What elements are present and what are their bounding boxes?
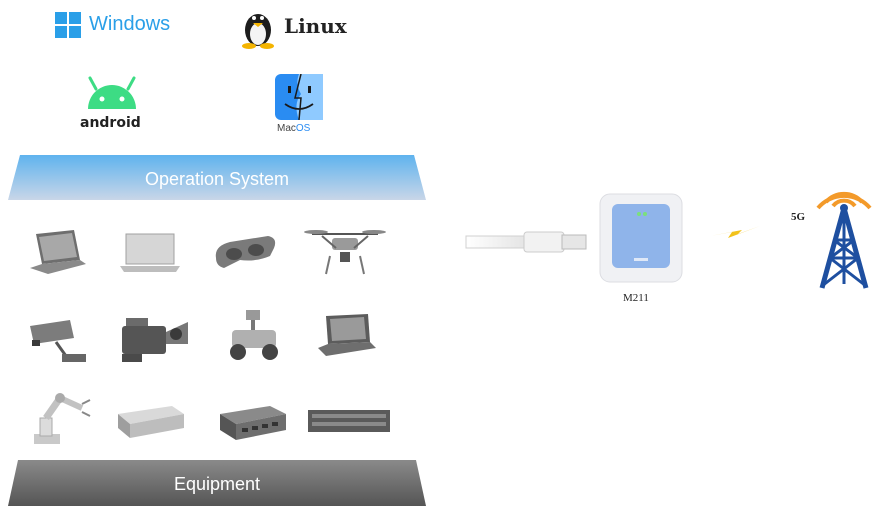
notebook-icon — [120, 233, 180, 272]
linux-tux-icon — [242, 14, 274, 49]
industrial-router-icon — [220, 406, 286, 440]
drone-icon — [304, 230, 386, 275]
wireless-link-icon — [710, 226, 760, 238]
equipment-bar-shape — [8, 460, 426, 506]
macos-label-suffix: OS — [295, 123, 311, 134]
robot-arm-icon — [34, 393, 91, 444]
linux-label: Linux — [284, 14, 347, 38]
macos-finder-icon — [275, 74, 323, 120]
robot-car-icon — [230, 310, 278, 360]
windows-label: Windows — [89, 13, 171, 35]
server-box-icon — [118, 406, 184, 438]
m211-device — [598, 192, 684, 284]
windows-logo-icon — [55, 12, 81, 38]
macos-label-prefix: Mac — [277, 123, 296, 134]
android-label: android — [80, 115, 141, 131]
operation-system-bar-shape — [8, 155, 426, 200]
operation-system-bar: Operation System — [6, 152, 428, 202]
cell-tower-icon — [816, 191, 872, 289]
rack-server-icon — [308, 410, 390, 432]
equipment-bar: Equipment — [6, 458, 428, 508]
m211-label: M211 — [623, 292, 649, 304]
cctv-camera-icon — [30, 320, 86, 362]
equipment-label: Equipment — [173, 474, 261, 494]
rugged-laptop-icon — [318, 314, 376, 356]
m211-device-icon — [599, 193, 683, 283]
usb-cable-icon — [465, 231, 587, 253]
5g-label: 5G — [791, 211, 806, 223]
operation-system-label: Operation System — [144, 169, 290, 189]
vr-headset-icon — [215, 236, 276, 268]
android-robot-icon — [88, 76, 136, 109]
laptop-icon — [30, 230, 86, 274]
video-camera-icon — [122, 318, 188, 362]
macos-label: MacOS — [277, 123, 310, 134]
